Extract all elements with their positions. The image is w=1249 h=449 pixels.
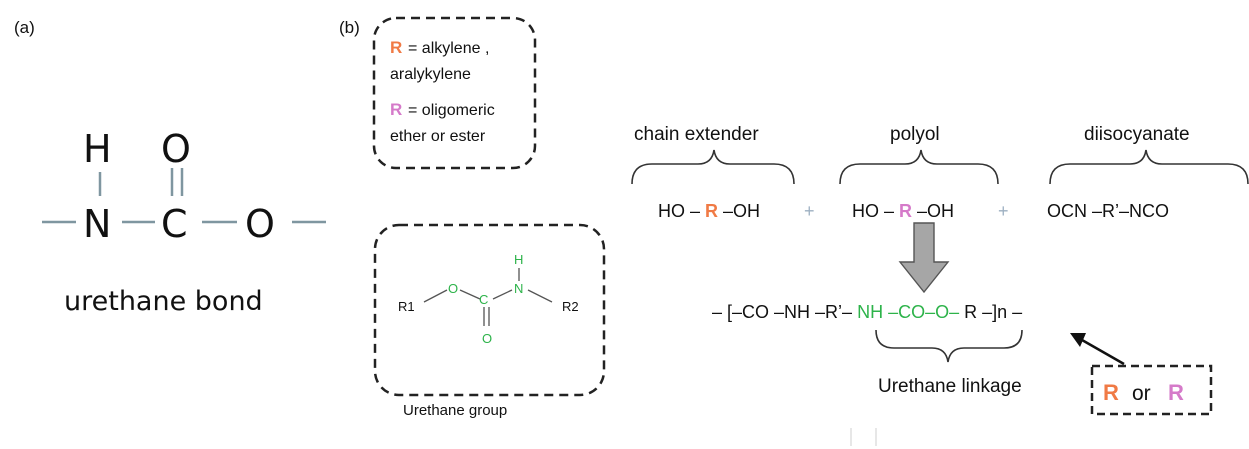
atom-h: H <box>83 127 112 171</box>
down-arrow-icon <box>898 222 950 294</box>
polyol-formula: HO – R –OH <box>852 201 954 221</box>
ug-bond-o-c <box>459 289 481 300</box>
urethane-bond-caption: urethane bond <box>64 286 263 317</box>
product-part-3: R –]n – <box>964 302 1022 322</box>
polyol-r: R <box>899 201 912 221</box>
legend-r2-symbol: R <box>390 100 402 119</box>
legend-box <box>372 16 537 170</box>
atom-o-top: O <box>161 127 191 171</box>
r-or-r-box <box>1090 364 1213 416</box>
legend-r1-text-2: aralykylene <box>390 66 471 83</box>
polyol-oh: –OH <box>917 201 954 221</box>
plus-1: + <box>804 201 815 221</box>
r-box-arrow-line <box>1081 338 1125 366</box>
ug-h: H <box>514 252 523 267</box>
plus-2: + <box>998 201 1009 221</box>
ug-r1: R1 <box>398 299 415 314</box>
urethane-group-bonds <box>423 268 553 326</box>
chain-extender-oh: –OH <box>723 201 760 221</box>
r-box-or: or <box>1132 382 1151 405</box>
product-formula: – [–CO –NH –R’– NH –CO–O– R –]n – <box>712 302 1022 322</box>
chain-extender-label: chain extender <box>634 124 759 145</box>
urethane-group-box <box>373 223 606 397</box>
panel-b-label: (b) <box>339 18 360 37</box>
brace-chain-extender <box>631 149 795 185</box>
r-box-r2: R <box>1168 380 1184 405</box>
urethane-group-caption: Urethane group <box>403 402 507 419</box>
ug-bond-r1-o <box>423 289 448 303</box>
polyol-label: polyol <box>890 124 940 145</box>
chain-extender-r: R <box>705 201 718 221</box>
polyol-ho: HO – <box>852 201 894 221</box>
brace-urethane-linkage <box>875 329 1023 363</box>
faint-marks <box>850 428 877 446</box>
atom-o-right: O <box>245 202 275 246</box>
product-part-1: – [–CO –NH –R’– <box>712 302 852 322</box>
r-box-r1: R <box>1103 380 1119 405</box>
product-part-2: NH –CO–O– <box>857 302 959 322</box>
ug-bond-c-n <box>492 289 513 300</box>
legend-r2-text-1: = oligomeric <box>408 102 495 119</box>
ug-c: C <box>479 292 488 307</box>
legend-r2-text-2: ether or ester <box>390 128 486 145</box>
chain-extender-formula: HO – R –OH <box>658 201 760 221</box>
ug-o-ether: O <box>448 281 458 296</box>
atom-c: C <box>161 202 188 246</box>
atom-n: N <box>83 202 111 246</box>
top-braces <box>631 149 1249 185</box>
ug-r2: R2 <box>562 299 579 314</box>
r-box-arrow-head-icon <box>1070 333 1086 347</box>
brace-diisocyanate <box>1049 149 1249 185</box>
ug-n: N <box>514 281 523 296</box>
legend-r1-text-1: = alkylene , <box>408 40 489 57</box>
diisocyanate-label: diisocyanate <box>1084 124 1190 145</box>
ug-o-carbonyl: O <box>482 331 492 346</box>
brace-polyol <box>839 149 999 185</box>
panel-a-label: (a) <box>14 18 35 37</box>
chain-extender-ho: HO – <box>658 201 700 221</box>
urethane-bonds <box>42 168 326 224</box>
diisocyanate-formula: OCN –R’–NCO <box>1047 201 1169 221</box>
legend-r1-symbol: R <box>390 38 402 57</box>
urethane-linkage-label: Urethane linkage <box>878 376 1022 397</box>
ug-bond-n-r2 <box>527 289 553 303</box>
